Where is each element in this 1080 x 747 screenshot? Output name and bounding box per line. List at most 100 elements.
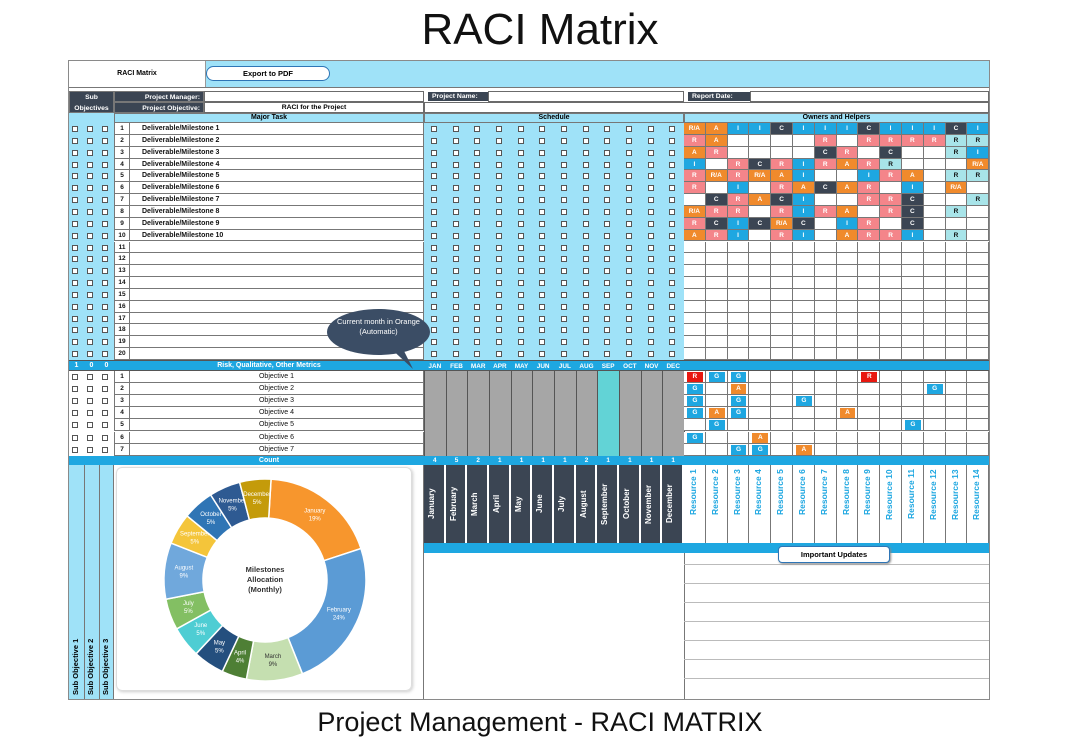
raci-cell[interactable] <box>814 217 837 230</box>
raci-cell[interactable] <box>749 348 772 360</box>
schedule-checkbox[interactable] <box>539 256 546 263</box>
raci-cell[interactable] <box>945 241 968 254</box>
task-name[interactable]: Deliverable/Milestone 1 <box>130 123 424 135</box>
raci-cell[interactable] <box>749 134 772 147</box>
metric-cell[interactable] <box>814 371 837 384</box>
raci-cell[interactable]: I <box>793 229 815 242</box>
schedule-checkbox[interactable] <box>431 208 437 215</box>
schedule-checkbox[interactable] <box>539 197 546 204</box>
raci-cell[interactable] <box>902 336 924 349</box>
important-updates-button[interactable]: Important Updates <box>778 546 890 563</box>
subobj-checkbox[interactable] <box>72 185 78 192</box>
schedule-checkbox[interactable] <box>474 126 481 132</box>
task-name[interactable]: Deliverable/Milestone 9 <box>130 217 424 230</box>
schedule-checkbox[interactable] <box>582 126 589 132</box>
schedule-checkbox[interactable] <box>517 137 524 144</box>
raci-cell[interactable]: R <box>858 229 881 242</box>
schedule-checkbox[interactable] <box>539 291 546 298</box>
task-name[interactable]: Deliverable/Milestone 3 <box>130 146 424 159</box>
raci-cell[interactable] <box>749 253 772 266</box>
raci-cell[interactable] <box>923 324 946 337</box>
metric-cell[interactable] <box>880 407 902 420</box>
subobj-checkbox[interactable] <box>87 126 93 132</box>
raci-cell[interactable] <box>945 253 968 266</box>
raci-cell[interactable] <box>836 170 859 183</box>
raci-cell[interactable]: I <box>902 182 924 195</box>
schedule-checkbox[interactable] <box>474 327 481 334</box>
schedule-checkbox[interactable] <box>474 185 481 192</box>
raci-cell[interactable] <box>923 194 946 206</box>
schedule-checkbox[interactable] <box>517 185 524 192</box>
raci-cell[interactable]: I <box>793 170 815 183</box>
raci-cell[interactable] <box>967 336 989 349</box>
subobj-checkbox[interactable] <box>102 126 108 132</box>
schedule-checkbox[interactable] <box>496 149 502 156</box>
raci-cell[interactable] <box>945 194 968 206</box>
raci-cell[interactable] <box>923 277 946 289</box>
raci-cell[interactable]: I <box>793 205 815 218</box>
objective-name[interactable]: Objective 6 <box>130 431 424 444</box>
metric-cell[interactable] <box>967 443 989 456</box>
subobj-checkbox[interactable] <box>72 232 78 239</box>
raci-cell[interactable] <box>705 277 728 289</box>
task-name[interactable] <box>130 253 424 266</box>
raci-cell[interactable]: I <box>836 217 859 230</box>
raci-cell[interactable]: C <box>945 123 968 135</box>
metric-cell[interactable] <box>684 443 706 456</box>
schedule-checkbox[interactable] <box>517 126 524 132</box>
subobj-checkbox[interactable] <box>72 244 78 251</box>
schedule-checkbox[interactable] <box>431 280 437 287</box>
schedule-checkbox[interactable] <box>647 197 654 204</box>
raci-cell[interactable]: R/A <box>684 205 706 218</box>
raci-cell[interactable] <box>793 241 815 254</box>
schedule-checkbox[interactable] <box>582 185 589 192</box>
metric-cell[interactable]: G <box>708 372 725 383</box>
raci-cell[interactable] <box>858 253 881 266</box>
schedule-checkbox[interactable] <box>669 208 676 215</box>
raci-cell[interactable] <box>727 253 750 266</box>
schedule-checkbox[interactable] <box>452 327 459 334</box>
schedule-checkbox[interactable] <box>517 291 524 298</box>
schedule-checkbox[interactable] <box>474 208 481 215</box>
raci-cell[interactable] <box>705 241 728 254</box>
schedule-checkbox[interactable] <box>647 161 654 168</box>
schedule-checkbox[interactable] <box>604 280 611 287</box>
raci-cell[interactable] <box>749 146 772 159</box>
raci-cell[interactable] <box>902 265 924 278</box>
raci-cell[interactable] <box>923 205 946 218</box>
raci-cell[interactable] <box>771 146 793 159</box>
raci-cell[interactable] <box>902 253 924 266</box>
schedule-checkbox[interactable] <box>604 173 611 180</box>
raci-cell[interactable] <box>727 134 750 147</box>
schedule-checkbox[interactable] <box>669 161 676 168</box>
metric-cell[interactable] <box>836 371 859 384</box>
raci-cell[interactable] <box>880 288 902 301</box>
raci-cell[interactable] <box>814 194 837 206</box>
raci-cell[interactable] <box>705 253 728 266</box>
schedule-checkbox[interactable] <box>539 303 546 310</box>
metric-cell[interactable] <box>880 371 902 384</box>
metric-cell[interactable]: G <box>687 384 703 395</box>
raci-cell[interactable]: A <box>793 182 815 195</box>
subobj-checkbox[interactable] <box>102 173 108 180</box>
metric-cell[interactable] <box>923 407 946 420</box>
metric-cell[interactable] <box>923 419 946 432</box>
metric-cell[interactable] <box>771 431 793 444</box>
task-name[interactable]: Deliverable/Milestone 6 <box>130 182 424 195</box>
metric-cell[interactable] <box>945 407 968 420</box>
raci-cell[interactable]: R <box>705 229 728 242</box>
subobj-checkbox[interactable] <box>87 173 93 180</box>
schedule-checkbox[interactable] <box>452 208 459 215</box>
raci-cell[interactable] <box>880 241 902 254</box>
raci-cell[interactable] <box>705 288 728 301</box>
schedule-checkbox[interactable] <box>452 161 459 168</box>
subobj-checkbox[interactable] <box>102 220 108 227</box>
schedule-checkbox[interactable] <box>496 256 502 263</box>
schedule-checkbox[interactable] <box>452 351 459 358</box>
metric-cell[interactable]: A <box>730 384 747 395</box>
schedule-checkbox[interactable] <box>604 339 611 346</box>
objective-checkbox[interactable] <box>102 422 108 429</box>
raci-cell[interactable]: R <box>684 182 706 195</box>
raci-cell[interactable] <box>880 253 902 266</box>
raci-cell[interactable] <box>902 312 924 325</box>
